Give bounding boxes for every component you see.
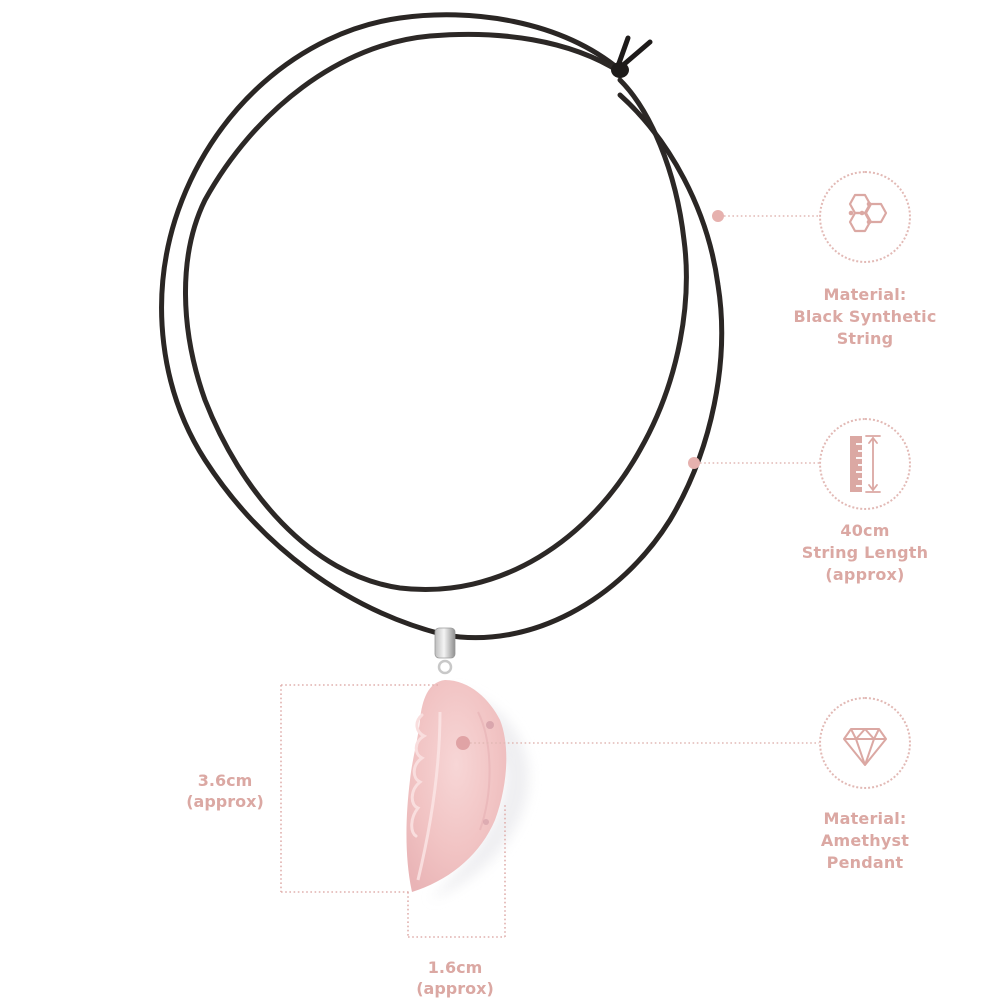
width-note: (approx): [416, 979, 494, 998]
leader-line-string-material: [712, 210, 819, 222]
leader-line-string-length: [688, 457, 819, 469]
feature-line: Pendant: [826, 853, 904, 872]
pendant-wing: [406, 680, 507, 892]
width-bracket: [407, 805, 506, 938]
feature-line: 40cm: [840, 521, 890, 540]
height-value: 3.6cm: [197, 771, 253, 790]
width-value: 1.6cm: [427, 958, 483, 977]
diamond-icon: [843, 728, 887, 766]
feature-line: (approx): [825, 565, 905, 584]
ruler-icon: [850, 435, 881, 493]
feature-icon-circle-string-length: [819, 418, 911, 510]
feature-line: Black Synthetic: [793, 307, 937, 326]
feature-label-string-length: 40cm String Length (approx): [775, 520, 955, 586]
leader-line-pendant-material: [456, 736, 819, 750]
feature-line: String Length: [801, 543, 929, 562]
cord-outer-loop: [159, 12, 725, 641]
feature-label-string-material: Material: Black Synthetic String: [775, 284, 955, 350]
hexagon-cluster-icon: [848, 193, 888, 233]
feature-line: Amethyst: [820, 831, 910, 850]
feature-label-pendant-material: Material: Amethyst Pendant: [775, 808, 955, 874]
feature-icon-circle-string-material: [819, 171, 911, 263]
feature-icon-circle-pendant-material: [819, 697, 911, 789]
height-note: (approx): [186, 792, 264, 811]
height-bracket: [280, 684, 438, 893]
feature-line: Material:: [823, 285, 907, 304]
height-dimension-label: 3.6cm (approx): [175, 770, 275, 812]
width-dimension-label: 1.6cm (approx): [405, 957, 505, 999]
feature-line: Material:: [823, 809, 907, 828]
cord-knot: [611, 35, 653, 78]
pendant-bail: [434, 627, 456, 675]
cord-inner-loop: [183, 31, 689, 592]
feature-line: String: [836, 329, 894, 348]
